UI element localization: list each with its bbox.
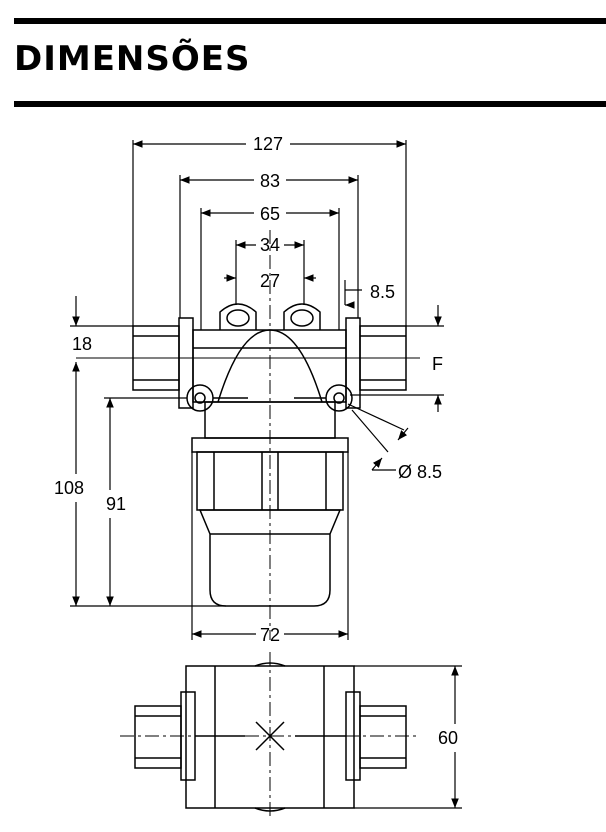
dim-bolt-spacing: 34 [260, 235, 280, 255]
top-mounting-lug-left [219, 303, 257, 330]
top-mounting-lug-right [283, 303, 321, 330]
center-lines [76, 230, 420, 640]
side-mounting-hole-right [294, 384, 353, 412]
page-title: DIMENSÕES [14, 39, 251, 79]
flow-label: F [432, 354, 443, 374]
dim-hole-diameter: Ø 8.5 [398, 462, 442, 482]
side-mounting-hole-left [186, 384, 248, 412]
dim-total-height: 108 [54, 478, 84, 498]
dimension-lines [70, 140, 444, 640]
top-rule [14, 18, 606, 24]
dim-port-offset: 18 [72, 334, 92, 354]
top-view-center-lines [120, 652, 420, 820]
dim-bolt-inner: 27 [260, 271, 280, 291]
filter-head [192, 329, 347, 403]
filter-bowl [198, 509, 342, 607]
left-flange [178, 317, 194, 409]
dim-flange-width: 65 [260, 204, 280, 224]
dim-body-width: 83 [260, 171, 280, 191]
dim-bowl-height: 91 [106, 494, 126, 514]
front-view [132, 303, 407, 607]
dim-overall-width: 127 [253, 134, 283, 154]
bottom-rule [14, 101, 606, 107]
dim-bolt-offset: 8.5 [370, 282, 395, 302]
dim-depth: 60 [438, 728, 458, 748]
dim-bowl-diameter: 72 [260, 625, 280, 645]
top-view-dimension-lines [354, 665, 462, 809]
